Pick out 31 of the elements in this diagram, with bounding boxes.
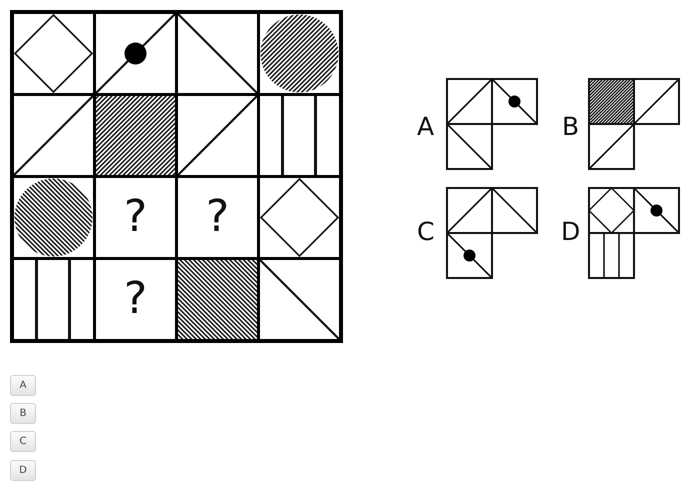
- question-mark: ?: [204, 192, 230, 242]
- answer-button: A: [10, 375, 36, 396]
- answer-button: D: [10, 460, 36, 481]
- diamond-tile: [260, 178, 339, 257]
- grid-cell: [178, 178, 257, 257]
- striped-tile: [14, 260, 93, 339]
- question-mark: ?: [122, 274, 148, 324]
- answer-option-drawing: [588, 187, 680, 279]
- diagonal-tile: [96, 14, 175, 93]
- hatched-circle-tile: [14, 178, 93, 257]
- diagonal-tile: [260, 260, 339, 339]
- diagonal-tile: [178, 96, 257, 175]
- option-letter: B: [562, 113, 580, 141]
- option-letter: A: [417, 113, 434, 141]
- grid-cell: [96, 260, 175, 339]
- striped-tile: [260, 96, 339, 175]
- answer-button: C: [10, 431, 36, 452]
- question-mark: ?: [122, 192, 148, 242]
- answer-option-drawing: [588, 78, 680, 170]
- answer-option-drawing: [446, 187, 538, 279]
- hatched-square-tile: [178, 260, 257, 339]
- option-letter: C: [417, 218, 434, 246]
- option-letter: D: [561, 218, 580, 246]
- diamond-tile: [14, 14, 93, 93]
- diagonal-tile: [178, 14, 257, 93]
- answer-option-drawing: [446, 78, 538, 170]
- diagonal-tile: [14, 96, 93, 175]
- answer-button: B: [10, 403, 36, 424]
- hatched-square-tile: [96, 96, 175, 175]
- grid-cell: [96, 178, 175, 257]
- hatched-circle-tile: [260, 14, 339, 93]
